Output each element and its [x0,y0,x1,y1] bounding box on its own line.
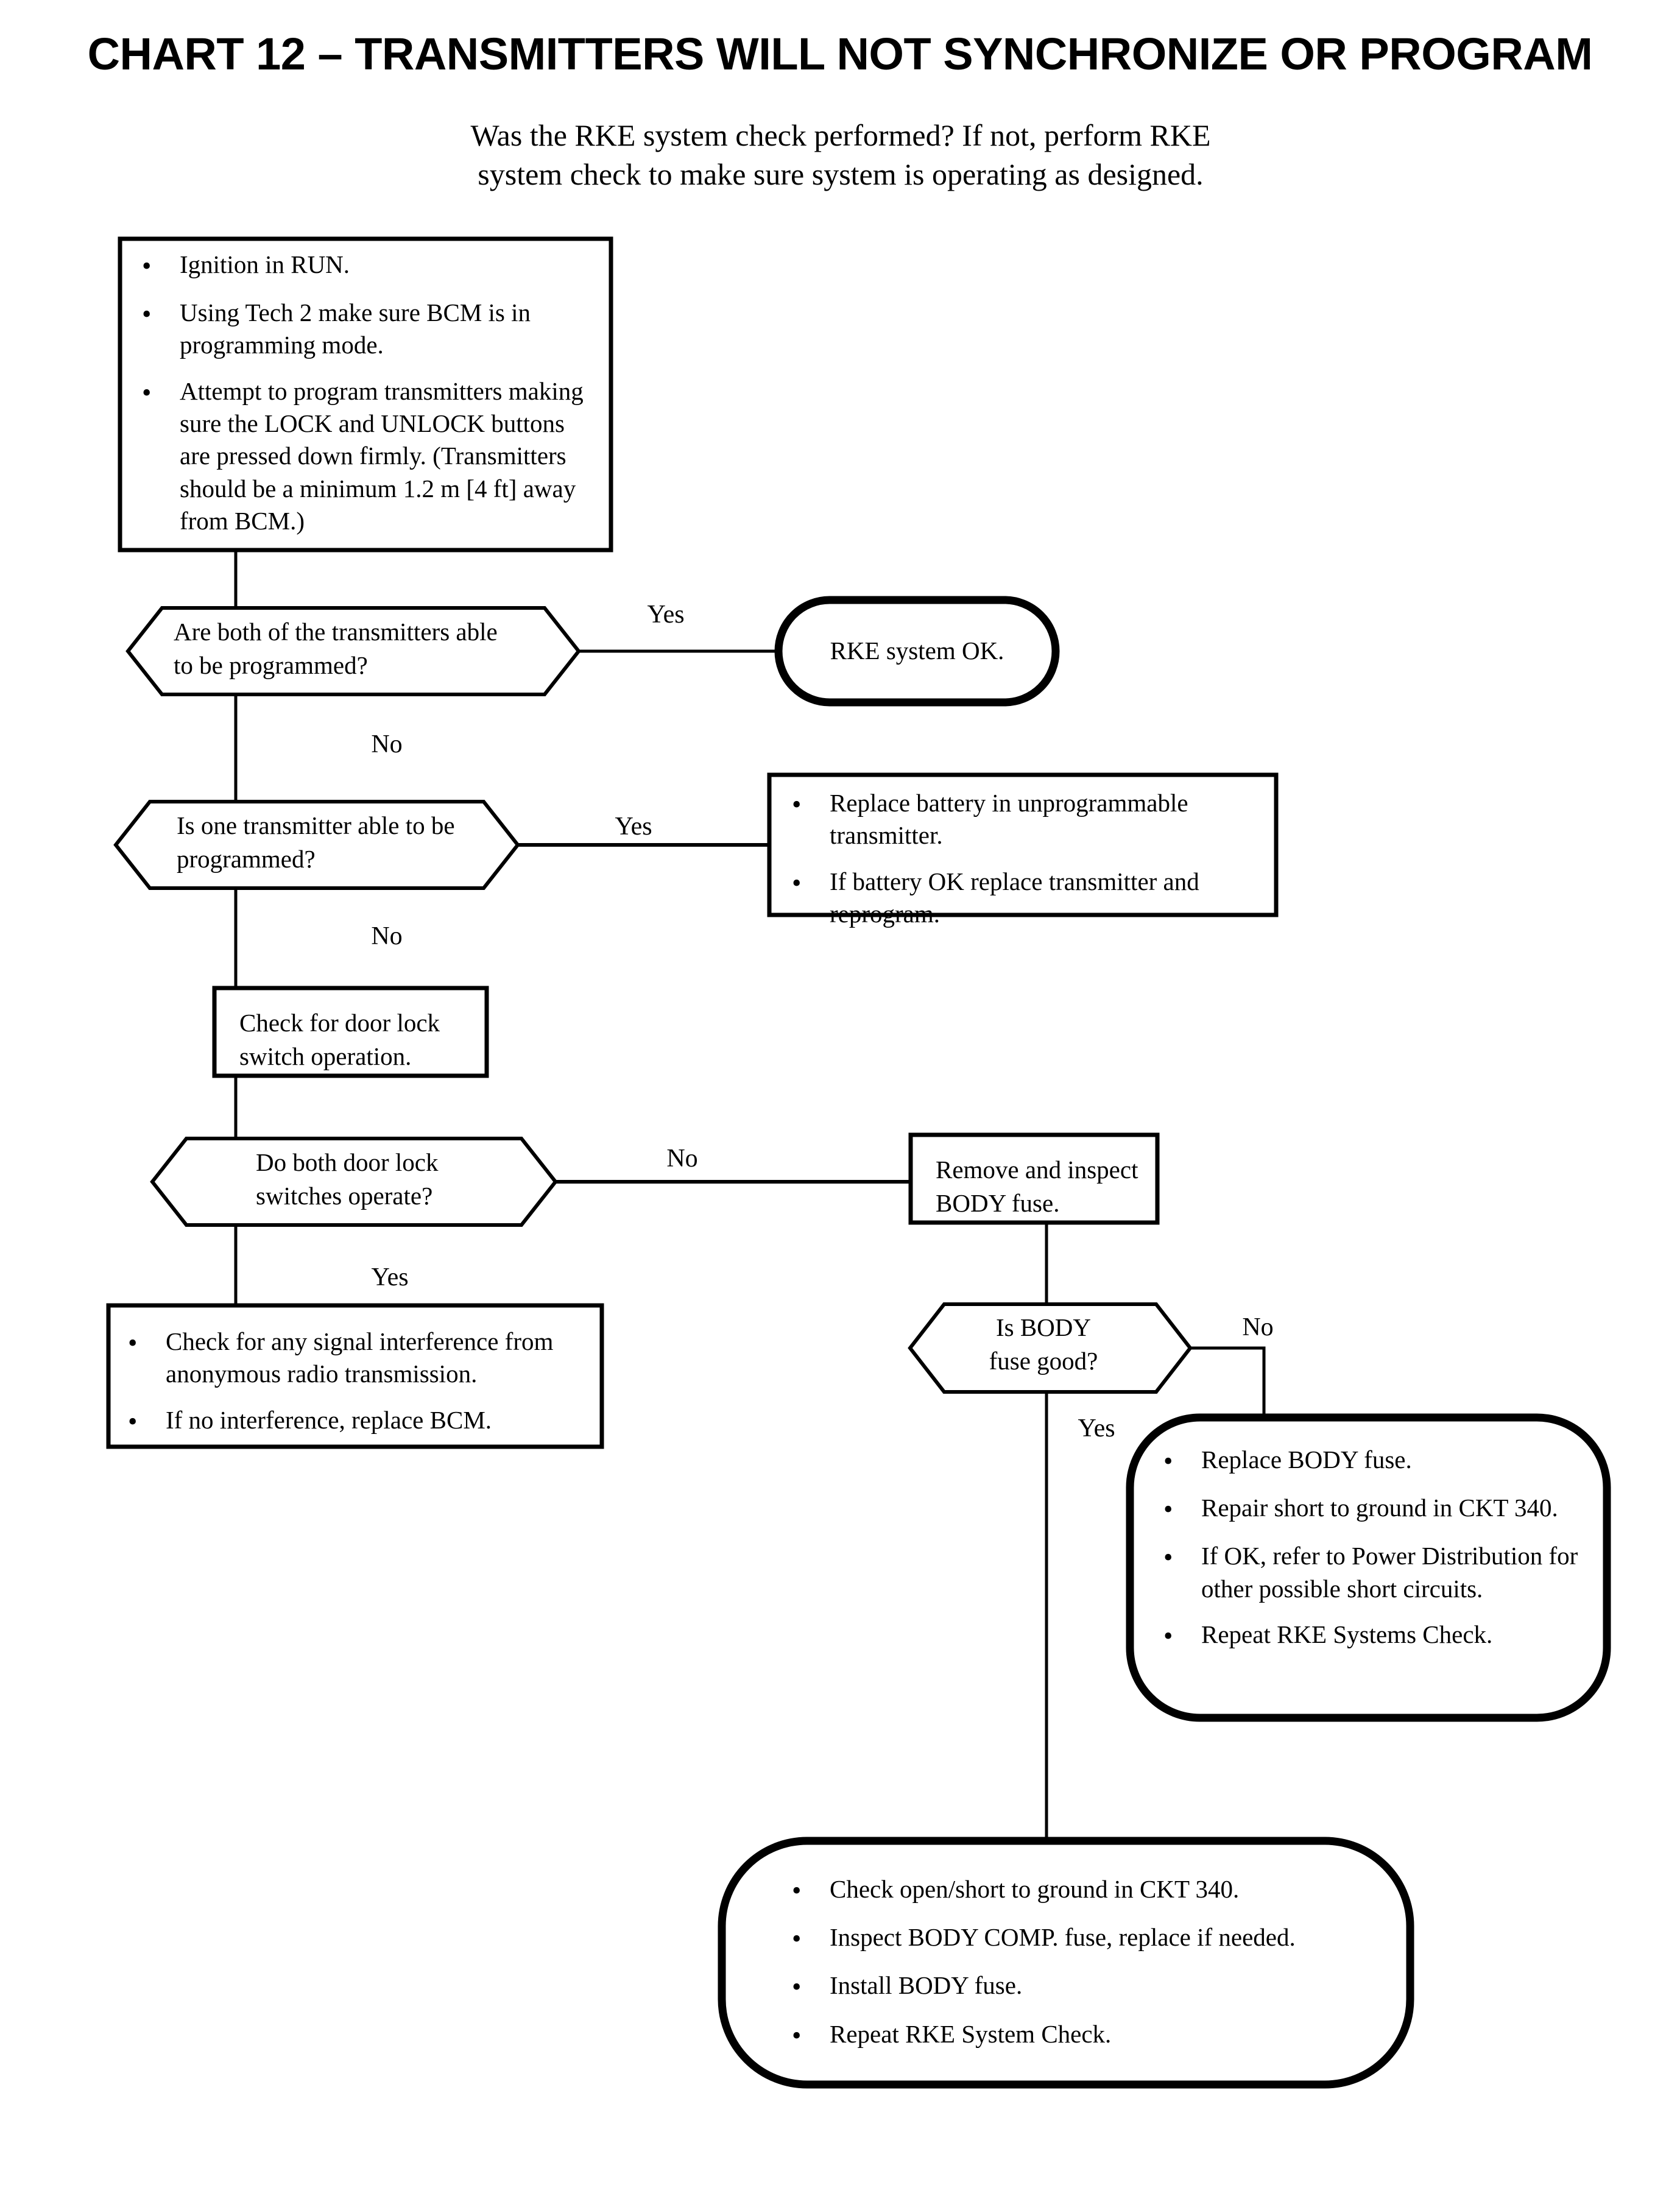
edge-label-fuse-yes: Yes [1078,1414,1115,1442]
list-item: •Attempt to program transmitters making … [142,375,593,537]
list-item: •Repeat RKE Systems Check. [1163,1619,1584,1653]
bullet-glyph: • [1163,1620,1173,1651]
edge-label-both-yes: Yes [647,601,684,629]
node-decision-both-transmitters: Are both of the transmitters able to be … [174,618,498,679]
shape-start-steps [118,236,613,552]
edge-label-both-no: No [371,730,402,758]
list-item: •Repeat RKE System Check. [792,2018,1377,2053]
edge-label-one-no: No [371,922,402,950]
node-decision-door-lock-switches: Do both door lock switches operate? [256,1148,439,1210]
list-item: •If OK, refer to Power Distribution for … [1163,1540,1584,1605]
intro-line-2: system check to make sure system is oper… [478,157,1204,191]
bullet-glyph: • [142,251,152,281]
bullet-glyph: • [1163,1446,1173,1476]
shape-action-signal-interference [106,1303,604,1449]
bullet-glyph: • [792,789,802,819]
list-item: •If battery OK replace transmitter and r… [792,866,1255,931]
list-item: •Install BODY fuse. [792,1969,1377,2004]
edge-label-doorlock-yes: Yes [371,1263,408,1291]
bullet-glyph: • [792,2020,802,2050]
node-process-check-door-lock: Check for door lock switch operation. [239,1009,440,1070]
node-terminal-replace-body-fuse: •Replace BODY fuse. •Repair short to gro… [1163,1444,1584,1653]
bullet-glyph: • [792,867,802,898]
shape-process-check-door-lock [212,986,489,1078]
node-terminal-rke-ok: RKE system OK. [830,637,1004,665]
node-terminal-check-ckt340: •Check open/short to ground in CKT 340. … [792,1873,1377,2053]
list-item: •Inspect BODY COMP. fuse, replace if nee… [792,1921,1377,1956]
intro-line-1: Was the RKE system check performed? If n… [470,118,1211,152]
bullet-glyph: • [1163,1542,1173,1573]
node-decision-one-transmitter: Is one transmitter able to be programmed… [177,811,455,873]
page-title: CHART 12 – TRANSMITTERS WILL NOT SYNCHRO… [87,29,1593,79]
node-action-signal-interference: •Check for any signal interference from … [128,1326,591,1439]
shape-terminal-replace-body-fuse [1126,1413,1611,1722]
list-item: •Ignition in RUN. [142,249,593,283]
shape-process-remove-body-fuse [908,1132,1160,1225]
bullet-glyph: • [142,299,152,330]
bullet-glyph: • [1163,1494,1173,1525]
list-item: •Using Tech 2 make sure BCM is in progra… [142,297,593,362]
bullet-glyph: • [792,1924,802,1954]
bullet-glyph: • [792,1972,802,2002]
shape-terminal-check-ckt340 [718,1837,1414,2089]
node-process-remove-body-fuse: Remove and inspect BODY fuse. [936,1156,1138,1217]
shape-action-replace-battery [767,772,1279,917]
bullet-glyph: • [142,377,152,408]
edge-label-doorlock-no: No [666,1145,697,1173]
bullet-glyph: • [792,1876,802,1905]
list-item: •Repair short to ground in CKT 340. [1163,1492,1584,1527]
list-item: •Check for any signal interference from … [128,1326,591,1391]
intro-question: Was the RKE system check performed? If n… [341,116,1340,194]
bullet-glyph: • [128,1406,138,1436]
edge-label-fuse-no: No [1242,1313,1273,1341]
edge-label-one-yes: Yes [615,813,652,841]
node-start-steps: •Ignition in RUN. •Using Tech 2 make sur… [142,249,593,537]
list-item: •Replace battery in unprogrammable trans… [792,787,1255,852]
list-item: •Check open/short to ground in CKT 340. [792,1873,1377,1908]
list-item: •Replace BODY fuse. [1163,1444,1584,1478]
list-item: •If no interference, replace BCM. [128,1404,591,1439]
bullet-glyph: • [128,1328,138,1358]
node-action-replace-battery: •Replace battery in unprogrammable trans… [792,787,1255,930]
edge-decision4-no [1190,1346,1266,1419]
node-decision-body-fuse-good: Is BODY fuse good? [989,1313,1098,1375]
shape-terminal-rke-ok [774,596,1060,707]
